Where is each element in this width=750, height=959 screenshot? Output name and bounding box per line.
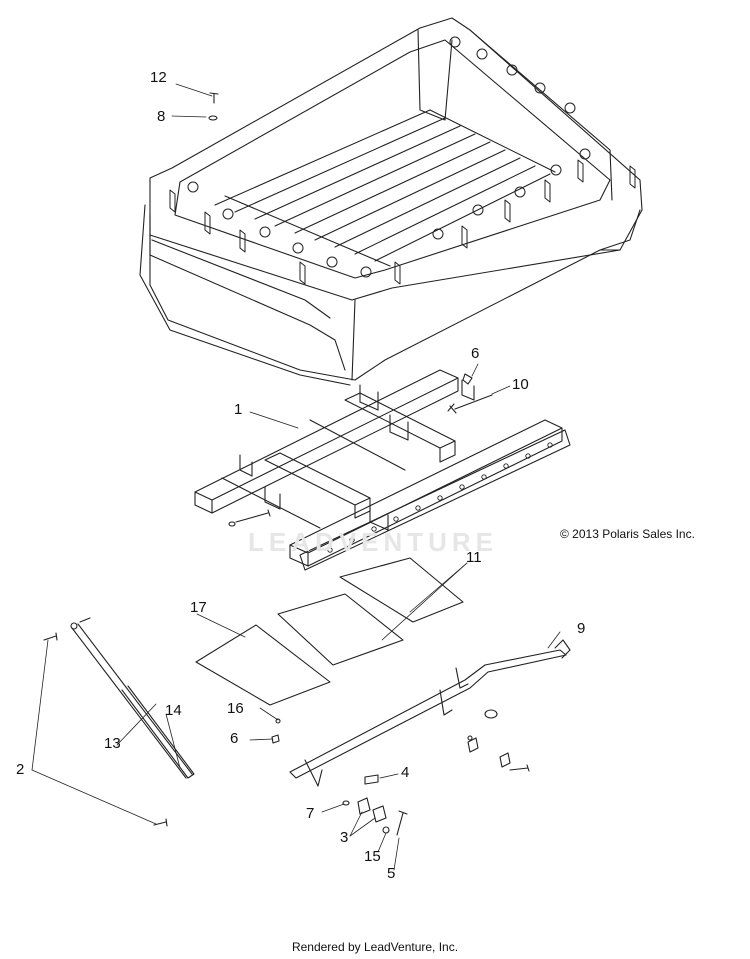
gas-strut-13: [70, 622, 195, 779]
callout-7: 7: [306, 805, 315, 822]
callout-8: 8: [157, 108, 166, 125]
bolt-5: [396, 810, 408, 836]
callout-3: 3: [340, 829, 349, 846]
pin-10: [447, 394, 493, 414]
callout-9: 9: [577, 620, 586, 637]
copyright-text: © 2013 Polaris Sales Inc.: [560, 527, 695, 541]
callout-13: 13: [104, 735, 121, 752]
watermark: LEADVENTURE: [248, 527, 499, 557]
callout-2: 2: [16, 761, 25, 778]
callout-6-bottom: 6: [230, 730, 239, 747]
callout-6-top: 6: [471, 345, 480, 362]
pin-2-bottom: [153, 818, 168, 827]
callout-17: 17: [190, 599, 207, 616]
pin-2-top: [43, 632, 58, 641]
bracket-14: [79, 617, 91, 623]
latch-bar-9: [289, 639, 571, 787]
callout-12: 12: [150, 69, 167, 86]
plate-17: [195, 624, 331, 706]
callout-1: 1: [234, 401, 243, 418]
clip-6-bottom: [271, 734, 280, 744]
callout-4: 4: [401, 764, 410, 781]
washer-8: [208, 115, 218, 121]
callout-16: 16: [227, 700, 244, 717]
plate-11-rear: [339, 557, 464, 623]
clip-6-top: [462, 373, 473, 385]
callout-14: 14: [165, 702, 182, 719]
washer-7: [342, 800, 350, 806]
nut-15: [382, 826, 390, 834]
leader-lines: [31, 83, 561, 871]
callout-5: 5: [387, 865, 396, 882]
callout-11: 11: [466, 549, 482, 566]
plate-11-mid: [277, 593, 404, 666]
bushing-4: [364, 774, 379, 785]
nut-16: [275, 718, 281, 724]
callout-15: 15: [364, 848, 381, 865]
latch-3: [357, 797, 387, 823]
screw-12: [209, 92, 219, 104]
callout-10: 10: [512, 376, 529, 393]
subframe-1: [194, 369, 571, 571]
cargo-box: [139, 17, 643, 386]
footer-credit: Rendered by LeadVenture, Inc.: [291, 940, 459, 954]
